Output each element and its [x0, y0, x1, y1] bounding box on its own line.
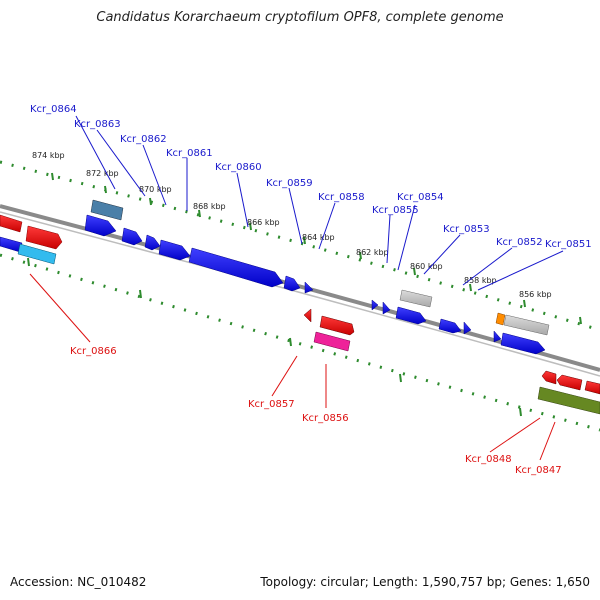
gene-arrow — [313, 331, 351, 352]
gene-label: Kcr_0858 — [318, 192, 365, 203]
gene-arrow — [541, 370, 557, 385]
accession-text: Accession: NC_010482 — [10, 575, 147, 589]
gene-label: Kcr_0854 — [397, 192, 444, 203]
gene-label: Kcr_0866 — [70, 346, 117, 357]
kbp-label: 872 kbp — [86, 169, 119, 178]
gene-arrow — [90, 199, 124, 221]
forward-genes — [0, 199, 550, 355]
gene-label: Kcr_0857 — [248, 399, 295, 410]
major-ticks — [27, 172, 582, 417]
kbp-label: 874 kbp — [32, 151, 65, 160]
gene-arrow — [144, 234, 161, 251]
gene-label: Kcr_0862 — [120, 134, 167, 145]
inner-tick-track — [0, 253, 600, 432]
gene-arrow — [463, 321, 472, 335]
gene-label: Kcr_0847 — [515, 465, 562, 476]
reverse-leader-lines — [29, 273, 556, 461]
gene-arrow — [399, 289, 433, 308]
gene-arrow — [503, 314, 550, 336]
gene-arrow — [283, 275, 301, 292]
map-title: Candidatus Korarchaeum cryptofilum OPF8,… — [96, 10, 504, 25]
gene-arrow — [495, 312, 506, 326]
gene-arrow — [188, 247, 284, 288]
kbp-label: 856 kbp — [519, 290, 552, 299]
reverse-genes — [0, 236, 600, 415]
gene-arrow — [303, 308, 312, 323]
kbp-label: 866 kbp — [247, 218, 280, 227]
gene-arrow — [84, 214, 117, 237]
gene-label: Kcr_0855 — [372, 205, 419, 216]
kbp-label: 864 kbp — [302, 233, 335, 242]
gene-arrow — [121, 227, 143, 246]
genome-stats-text: Topology: circular; Length: 1,590,757 bp… — [260, 575, 590, 589]
kbp-label: 858 kbp — [464, 276, 497, 285]
gene-arrow — [158, 239, 191, 261]
gene-label: Kcr_0861 — [166, 148, 213, 159]
gene-arrow — [438, 318, 462, 334]
forward-gene-labels: Kcr_0864 Kcr_0863 Kcr_0862 Kcr_0861 Kcr_… — [30, 104, 592, 250]
gene-arrow — [382, 301, 391, 315]
gene-arrow — [556, 374, 583, 391]
gene-label: Kcr_0859 — [266, 178, 313, 189]
gene-label: Kcr_0856 — [302, 413, 349, 424]
gene-arrow — [500, 332, 546, 355]
kbp-label: 860 kbp — [410, 262, 443, 271]
reverse-gene-labels: Kcr_0866 Kcr_0857 Kcr_0856 Kcr_0848 Kcr_… — [70, 346, 562, 476]
gene-arrow — [304, 281, 314, 294]
gene-label: Kcr_0853 — [443, 224, 490, 235]
gene-arrow — [395, 306, 427, 325]
kbp-label: 862 kbp — [356, 248, 389, 257]
gene-label: Kcr_0852 — [496, 237, 543, 248]
gene-arrow — [319, 315, 355, 336]
kbp-label: 870 kbp — [139, 185, 172, 194]
gene-label: Kcr_0848 — [465, 454, 512, 465]
gene-arrow — [584, 380, 600, 395]
gene-arrow — [371, 299, 379, 311]
gene-label: Kcr_0864 — [30, 104, 77, 115]
gene-arrow — [537, 386, 600, 415]
gene-arrow — [17, 243, 57, 265]
gene-arrow — [0, 214, 23, 233]
gene-arrow — [25, 225, 63, 250]
kbp-tick-labels: 874 kbp 872 kbp 870 kbp 868 kbp 866 kbp … — [32, 151, 552, 299]
gene-label: Kcr_0860 — [215, 162, 262, 173]
gene-arrow — [493, 330, 502, 343]
forward-leader-lines — [75, 115, 564, 291]
gene-label: Kcr_0863 — [74, 119, 121, 130]
gene-label: Kcr_0851 — [545, 239, 592, 250]
kbp-label: 868 kbp — [193, 202, 226, 211]
